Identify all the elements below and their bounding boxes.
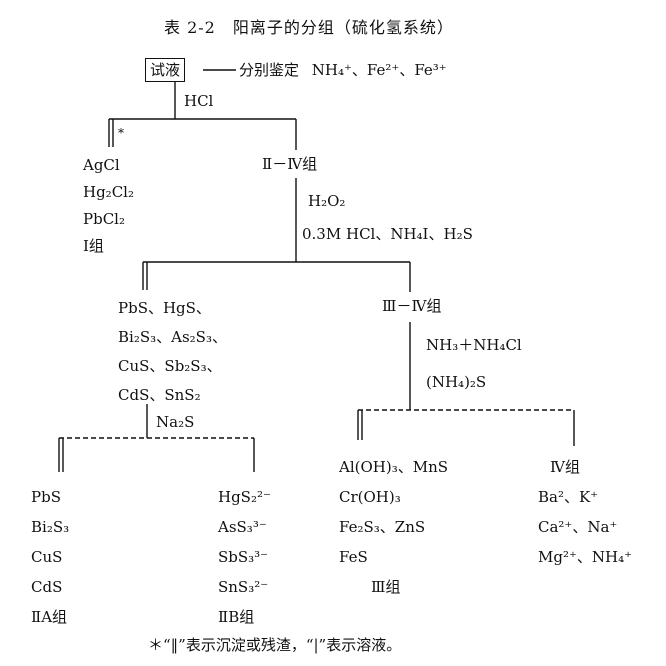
group2-list: PbS、HgS、 Bi₂S₃、As₂S₃、 CuS、Sb₂S₃、 CdS、SnS… — [118, 294, 227, 410]
start-note: 分别鉴定 NH₄⁺、Fe²⁺、Fe³⁺ — [239, 61, 447, 79]
group1-list: AgCl Hg₂Cl₂ PbCl₂ Ⅰ组 — [83, 152, 134, 260]
group2-item: Bi₂S₃、As₂S₃、 — [118, 328, 227, 346]
group2A-label: ⅡA组 — [31, 608, 68, 626]
group3-item: Fe₂S₃、ZnS — [339, 518, 426, 536]
group4-item: Mg²⁺、NH₄⁺ — [538, 548, 633, 566]
group2B-item: SnS₃²⁻ — [218, 578, 269, 596]
reagent-hcl: HCl — [184, 92, 214, 110]
group2B-list: HgS₂²⁻ AsS₃³⁻ SbS₃³⁻ SnS₃²⁻ ⅡB组 — [218, 482, 271, 632]
precipitate-marker: * — [118, 126, 124, 140]
diagram-title: 表 2-2 阳离子的分组（硫化氢系统） — [164, 18, 454, 37]
group1-item: AgCl — [83, 156, 120, 174]
group2B-label: ⅡB组 — [218, 608, 255, 626]
reagent-nh4-2s: (NH₄)₂S — [426, 373, 487, 391]
start-note-ions: NH₄⁺、Fe²⁺、Fe³⁺ — [311, 61, 447, 79]
group1-label: Ⅰ组 — [83, 237, 104, 255]
group1-item: PbCl₂ — [83, 210, 125, 228]
group2to4-label: Ⅱ－Ⅳ组 — [262, 155, 318, 173]
group3-item: FeS — [339, 548, 368, 566]
reagent-nh3-nh4cl: NH₃＋NH₄Cl — [426, 336, 522, 354]
group2B-item: AsS₃³⁻ — [218, 518, 267, 536]
reagent-hcl-nh4i-h2s: 0.3M HCl、NH₄I、H₂S — [302, 225, 473, 243]
group3-list: Al(OH)₃、MnS Cr(OH)₃ Fe₂S₃、ZnS FeS Ⅲ组 — [339, 452, 448, 602]
group2-item: CdS、SnS₂ — [118, 386, 201, 404]
start-box: 试液 — [145, 58, 186, 82]
reagent-na2s: Na₂S — [156, 413, 195, 431]
group2A-item: PbS — [31, 488, 61, 506]
group2-item: CuS、Sb₂S₃、 — [118, 357, 222, 375]
group2A-list: PbS Bi₂S₃ CuS CdS ⅡA组 — [31, 482, 69, 632]
group2B-item: SbS₃³⁻ — [218, 548, 269, 566]
footnote: ＊“‖”表示沉淀或残渣，“|”表示溶液。 — [148, 636, 402, 654]
reagent-h2o2: H₂O₂ — [308, 192, 346, 210]
start-note-label: 分别鉴定 — [239, 61, 300, 79]
group3-label: Ⅲ组 — [371, 578, 401, 596]
group2A-item: CuS — [31, 548, 63, 566]
group3-item: Cr(OH)₃ — [339, 488, 401, 506]
group4-item: Ba²、K⁺ — [538, 488, 599, 506]
group3-item: Al(OH)₃、MnS — [339, 458, 449, 476]
group1-item: Hg₂Cl₂ — [83, 183, 134, 201]
group2B-item: HgS₂²⁻ — [218, 488, 271, 506]
group2-item: PbS、HgS、 — [118, 299, 211, 317]
group4-label: Ⅳ组 — [550, 458, 580, 476]
group2A-item: CdS — [31, 578, 63, 596]
group2A-item: Bi₂S₃ — [31, 518, 70, 536]
group4-list: Ⅳ组 Ba²、K⁺ Ca²⁺、Na⁺ Mg²⁺、NH₄⁺ — [538, 452, 632, 572]
group4-item: Ca²⁺、Na⁺ — [538, 518, 618, 536]
group3to4-label: Ⅲ－Ⅳ组 — [382, 297, 442, 315]
